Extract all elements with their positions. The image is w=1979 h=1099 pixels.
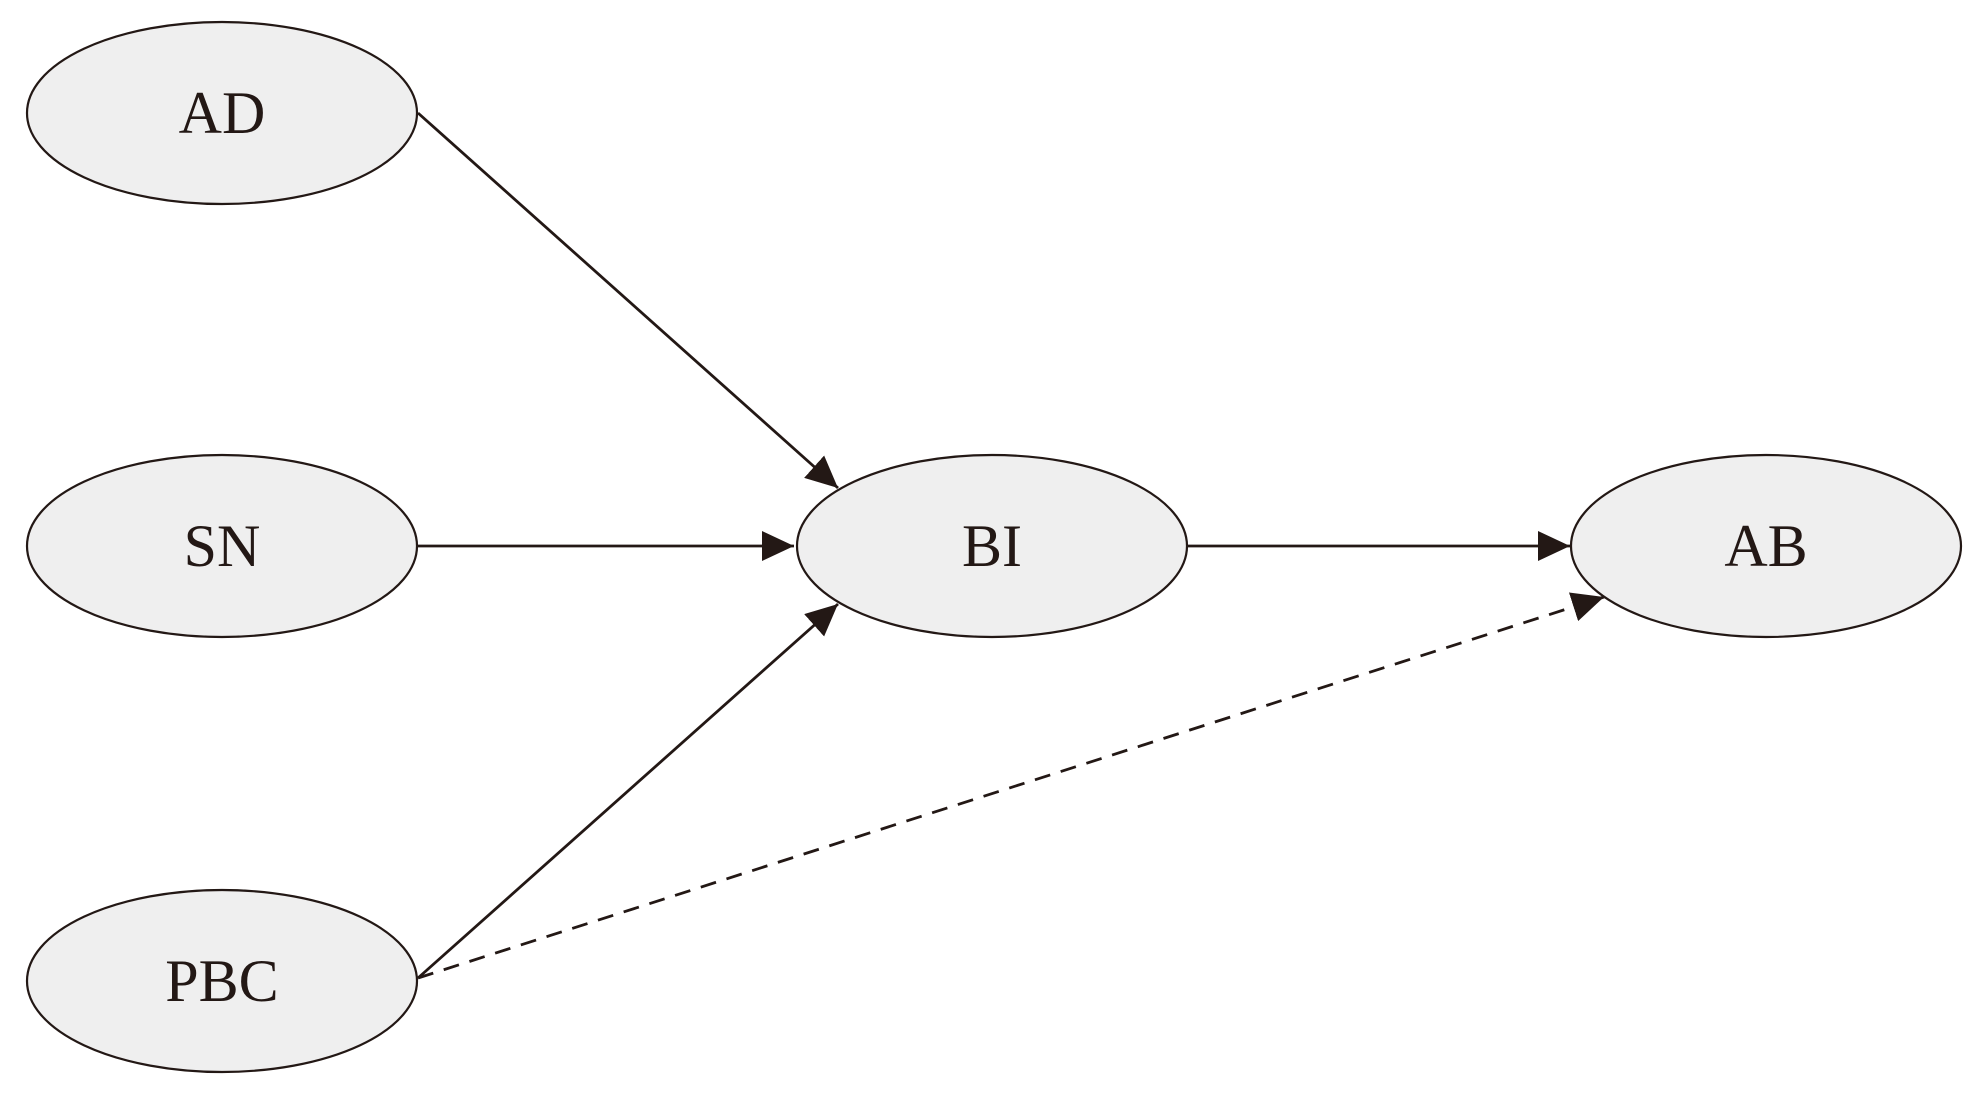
node-sn-ellipse — [25, 453, 419, 639]
node-sn-label: SN — [184, 513, 261, 579]
node-ab-ellipse — [1569, 453, 1963, 639]
node-ad-ellipse — [25, 20, 419, 206]
node-sn: SN — [25, 453, 419, 639]
edge-pbc-to-bi — [417, 602, 839, 980]
node-pbc-label: PBC — [165, 948, 278, 1014]
node-pbc: PBC — [25, 888, 419, 1074]
edge-ad-to-bi — [417, 111, 839, 490]
edge-pbc-to-ab-dashed — [417, 592, 1605, 980]
node-ab: AB — [1569, 453, 1963, 639]
node-ad-label: AD — [179, 80, 266, 146]
node-bi-label: BI — [962, 513, 1022, 579]
node-bi: BI — [795, 453, 1189, 639]
edges — [417, 111, 1605, 980]
node-pbc-ellipse — [25, 888, 419, 1074]
node-bi-ellipse — [795, 453, 1189, 639]
node-ab-label: AB — [1724, 513, 1807, 579]
node-ad: AD — [25, 20, 419, 206]
